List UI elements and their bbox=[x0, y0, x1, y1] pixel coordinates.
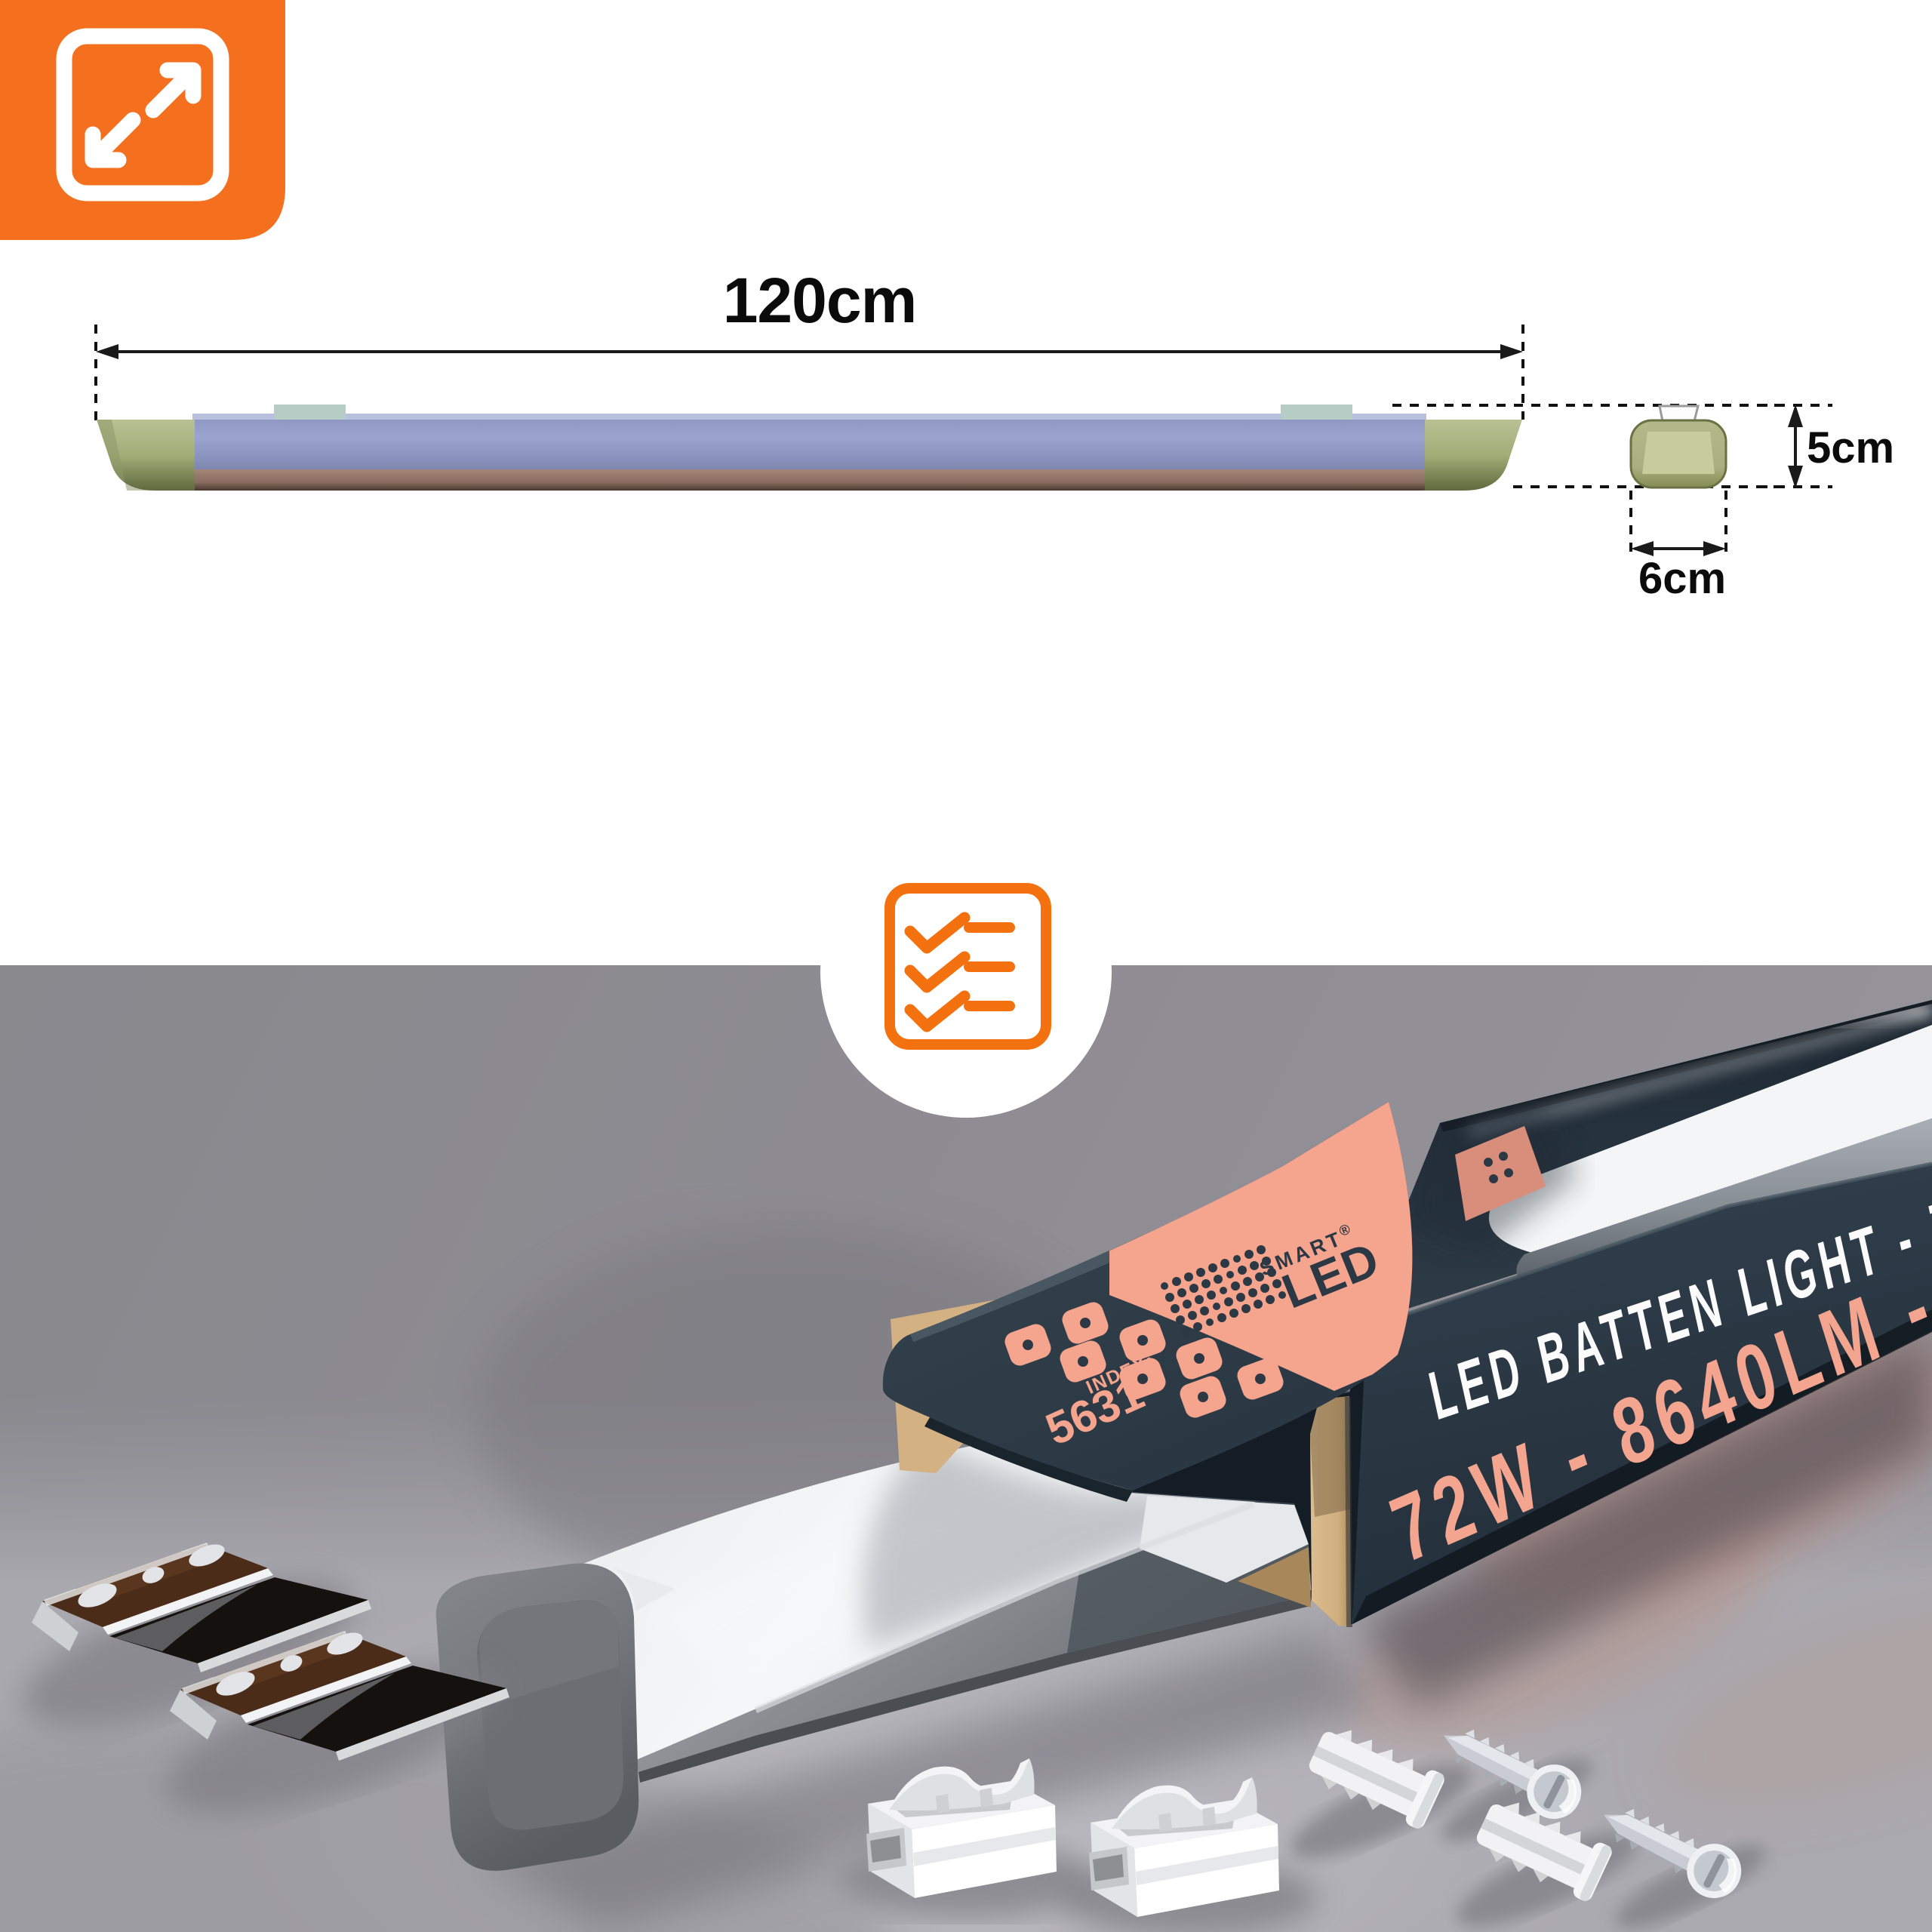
svg-text:120cm: 120cm bbox=[723, 265, 917, 336]
svg-text:6cm: 6cm bbox=[1638, 554, 1726, 603]
svg-text:5cm: 5cm bbox=[1807, 423, 1894, 472]
